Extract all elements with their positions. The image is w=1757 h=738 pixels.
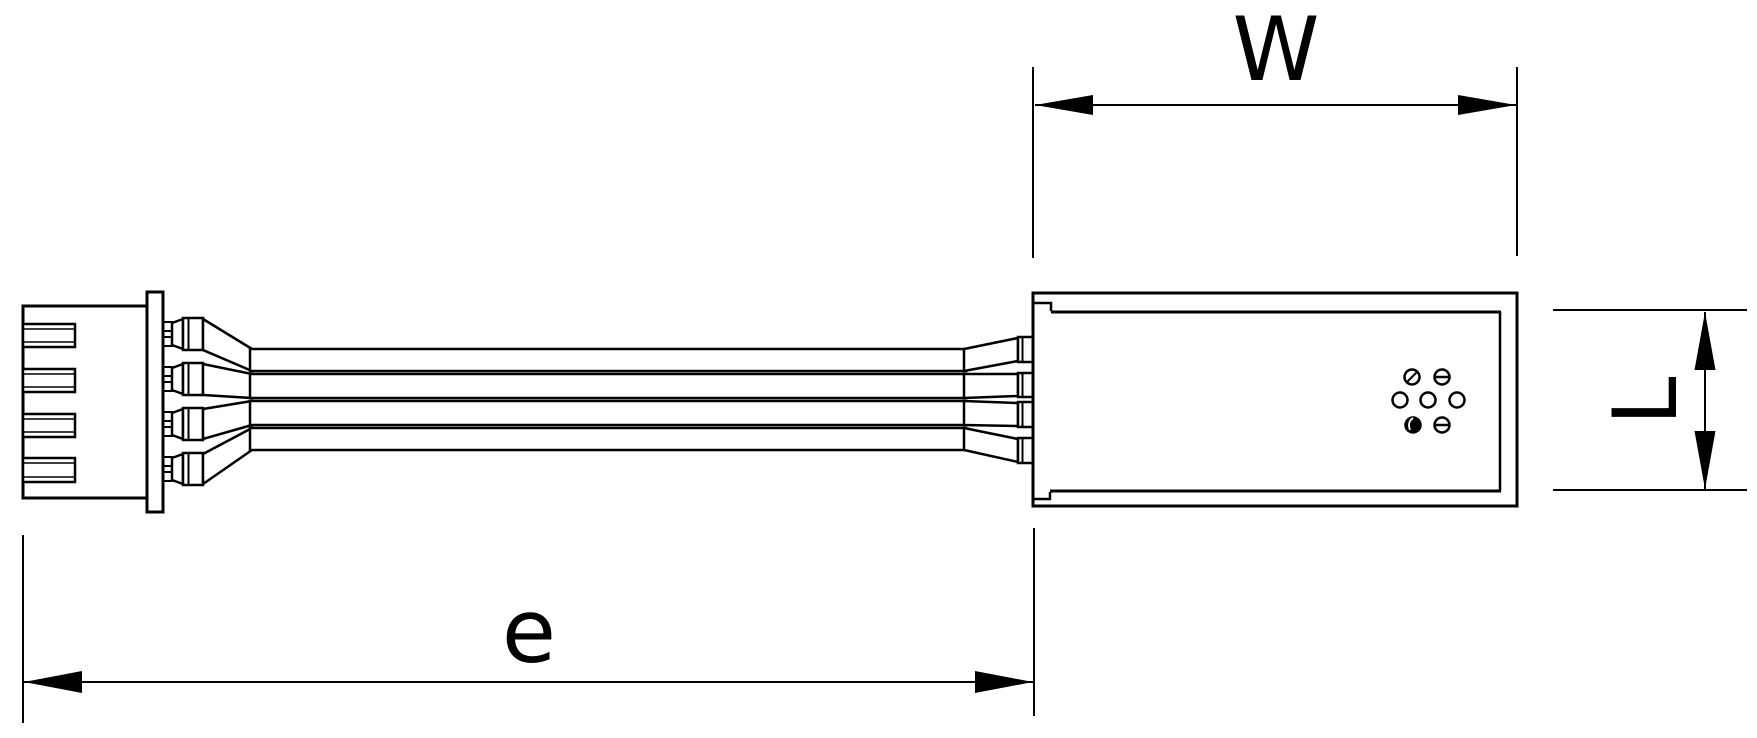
arrowhead-left: [1035, 95, 1093, 115]
dimension-w-label: W: [1232, 0, 1319, 101]
arrowhead-right: [1458, 95, 1516, 115]
left-connector-flange: [145, 290, 165, 514]
hole-plain: [1419, 391, 1437, 409]
left-connector-slot: [21, 412, 77, 439]
wire: [248, 399, 968, 427]
crimp-end: [1016, 335, 1035, 364]
dimension-w: W: [1032, 0, 1518, 258]
dimension-e: e: [22, 528, 1035, 723]
crimp-terminal: [162, 406, 205, 442]
hole-slash: [1403, 368, 1421, 386]
right-connector: [1031, 291, 1519, 508]
dimension-e-label: e: [502, 580, 556, 683]
crimp-end: [1016, 436, 1035, 465]
left-connector-slot: [21, 456, 77, 484]
wire: [248, 347, 968, 373]
hole-plain: [1391, 391, 1409, 409]
wire-fan-right: [962, 372, 1020, 400]
wire-fan-right: [962, 426, 1020, 464]
hole-minus: [1433, 416, 1451, 434]
right-connector-body: [1031, 291, 1519, 508]
wire: [248, 426, 968, 452]
latch-notch-top: [1034, 301, 1053, 311]
dimension-l-label: L: [1594, 376, 1697, 425]
arrowhead-right: [975, 671, 1033, 693]
arrowhead-up: [1694, 312, 1716, 370]
arrowhead-left: [24, 671, 82, 693]
crimp-terminal: [162, 316, 205, 352]
dimension-l: L: [1553, 309, 1747, 491]
latch-notch-bottom: [1034, 492, 1052, 501]
crimp-end: [1016, 371, 1035, 399]
left-connector-slot: [21, 367, 77, 394]
hole-filled: [1404, 416, 1422, 434]
arrowhead-down: [1694, 431, 1716, 489]
keying-holes: [1391, 368, 1466, 434]
left-connector-slot: [21, 322, 77, 349]
hole-minus: [1433, 368, 1451, 386]
wire-fan-left: [201, 316, 254, 373]
cable-wires: [201, 316, 1035, 487]
wire: [248, 372, 968, 400]
crimp-terminal: [162, 361, 205, 397]
crimp-terminal: [162, 451, 205, 487]
left-connector: [21, 290, 205, 514]
hole-plain: [1448, 391, 1466, 409]
crimp-end: [1016, 400, 1035, 429]
wire-fan-right: [962, 336, 1020, 373]
wire-fan-right: [962, 399, 1020, 428]
